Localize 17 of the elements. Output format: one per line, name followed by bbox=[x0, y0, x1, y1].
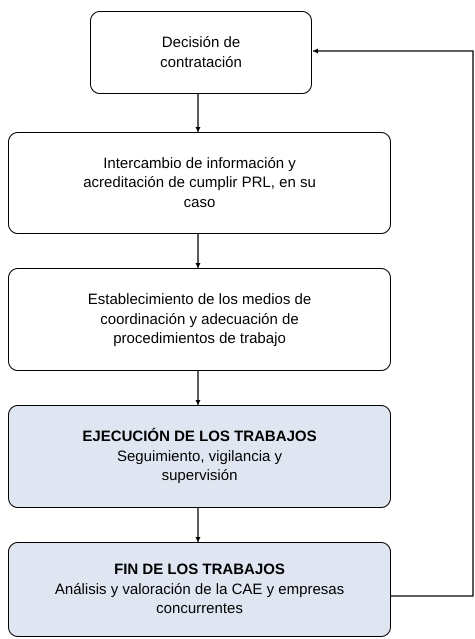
arrow bbox=[196, 234, 200, 268]
box-text: Establecimiento de los medios de coordinación y adecuación de procedimientos de trabajo bbox=[86, 290, 312, 349]
box-text: Intercambio de información y acreditación de cumplir PRL, en su caso bbox=[82, 154, 317, 212]
process-box bbox=[8, 132, 391, 234]
box-text: Seguimiento, vigilancia y supervisión bbox=[116, 446, 284, 486]
arrow bbox=[196, 371, 200, 405]
box-text: Decisión de contratación bbox=[159, 33, 243, 72]
box-heading: EJECUCIÓN DE LOS TRABAJOS bbox=[82, 427, 317, 447]
process-box bbox=[8, 268, 391, 371]
process-box bbox=[90, 11, 312, 94]
process-box bbox=[8, 542, 391, 637]
box-text: Análisis y valoración de la CAE y empresas concurrentes bbox=[54, 580, 346, 619]
process-box bbox=[8, 405, 391, 508]
box-heading: FIN DE LOS TRABAJOS bbox=[114, 560, 285, 580]
arrow bbox=[196, 508, 200, 542]
arrow bbox=[196, 94, 200, 132]
arrow bbox=[313, 48, 474, 597]
